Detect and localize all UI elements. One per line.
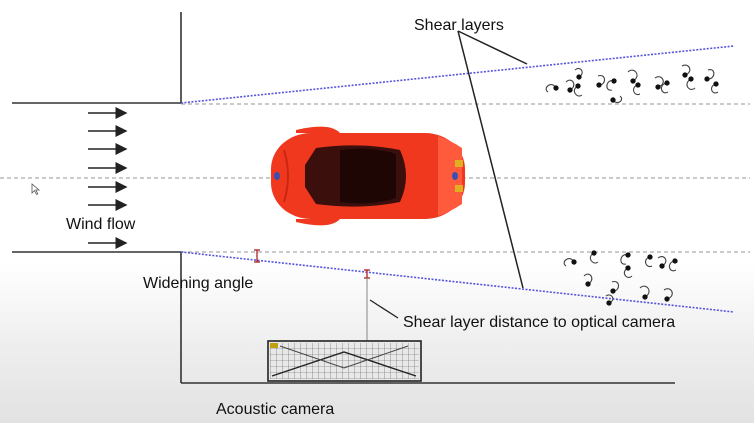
acoustic-camera-label: Acoustic camera <box>216 401 335 418</box>
widening-angle-marker <box>254 249 260 263</box>
shear-layers-label: Shear layers <box>414 17 504 34</box>
shear-layer-distance-label: Shear layer distance to optical camera <box>403 314 676 331</box>
acoustic-camera <box>267 340 422 382</box>
tunnel-structure <box>12 12 675 384</box>
wind-flow-label: Wind flow <box>66 216 136 233</box>
wind-flow-arrows <box>88 107 128 249</box>
shear-layer-distance-marker <box>364 269 399 342</box>
car-icon <box>271 126 465 226</box>
shear-layer-lines <box>180 45 735 313</box>
widening-angle-label: Widening angle <box>143 275 254 292</box>
upper-vortices <box>545 64 719 104</box>
shear-layers-pointers <box>457 30 528 289</box>
lower-vortices <box>563 250 678 306</box>
cursor-icon <box>31 183 41 196</box>
